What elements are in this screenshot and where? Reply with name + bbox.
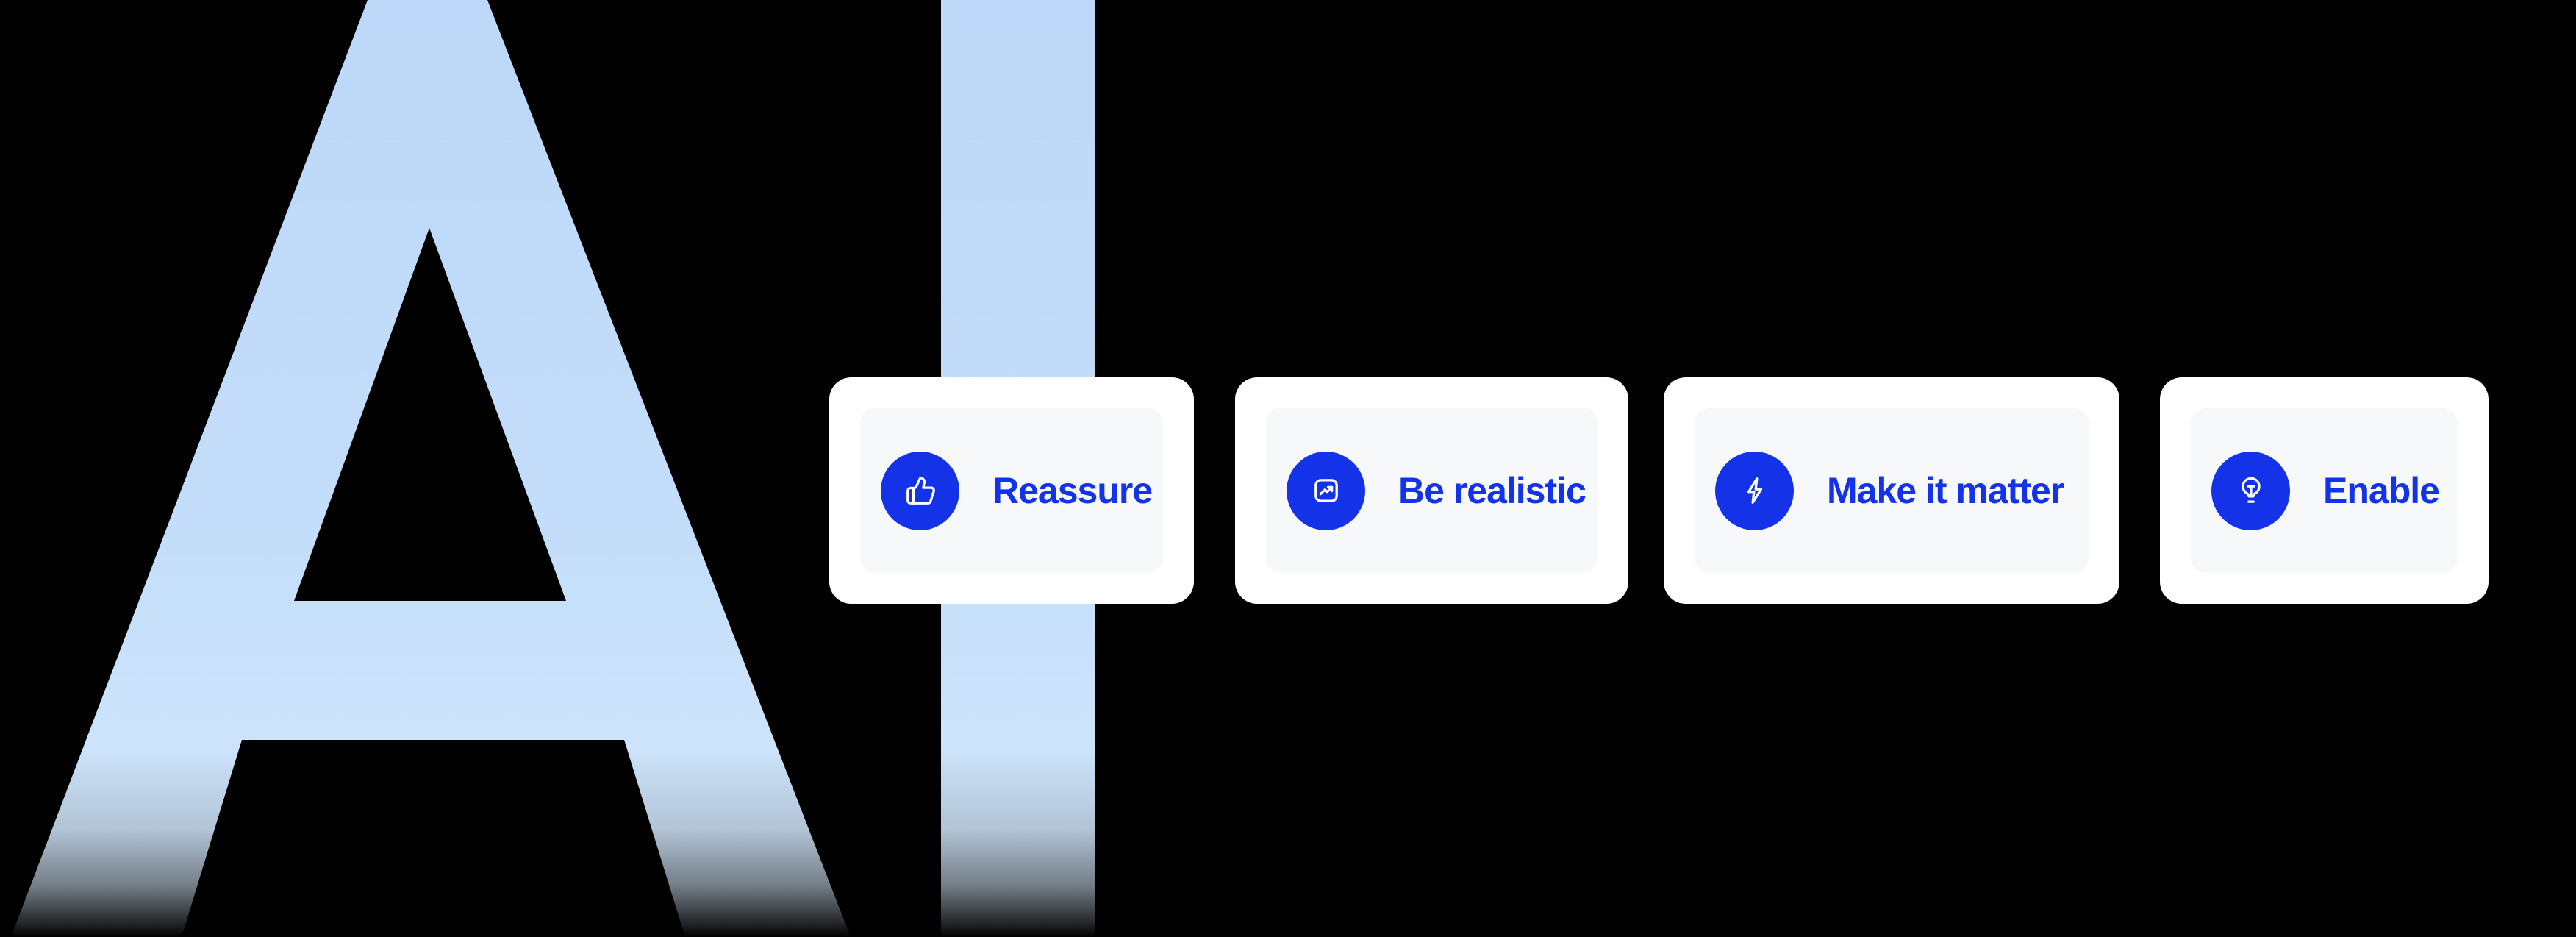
thumbs-up-icon xyxy=(881,451,959,530)
card-label: Reassure xyxy=(992,470,1153,511)
lightbulb-icon xyxy=(2211,451,2290,530)
card-label: Make it matter xyxy=(1827,470,2064,511)
letter-a-shape xyxy=(11,0,851,937)
card-inner-panel: Enable xyxy=(2191,408,2458,573)
thumbs-up-icon-glyph xyxy=(906,477,935,505)
trending-up-icon-glyph xyxy=(1314,479,1338,502)
card-label: Enable xyxy=(2323,470,2440,511)
value-card-reassure: Reassure xyxy=(829,377,1194,604)
value-card-enable: Enable xyxy=(2160,377,2489,604)
lightning-bolt-icon xyxy=(1715,451,1794,530)
trending-up-icon xyxy=(1287,451,1365,530)
lightbulb-icon-glyph xyxy=(2241,477,2261,503)
value-card-be-realistic: Be realistic xyxy=(1235,377,1628,604)
card-inner-panel: Be realistic xyxy=(1266,408,1598,573)
lightning-bolt-icon-glyph xyxy=(1747,477,1762,504)
value-card-make-it-matter: Make it matter xyxy=(1664,377,2119,604)
card-inner-panel: Reassure xyxy=(860,408,1163,573)
card-inner-panel: Make it matter xyxy=(1695,408,2089,573)
card-label: Be realistic xyxy=(1398,470,1586,511)
